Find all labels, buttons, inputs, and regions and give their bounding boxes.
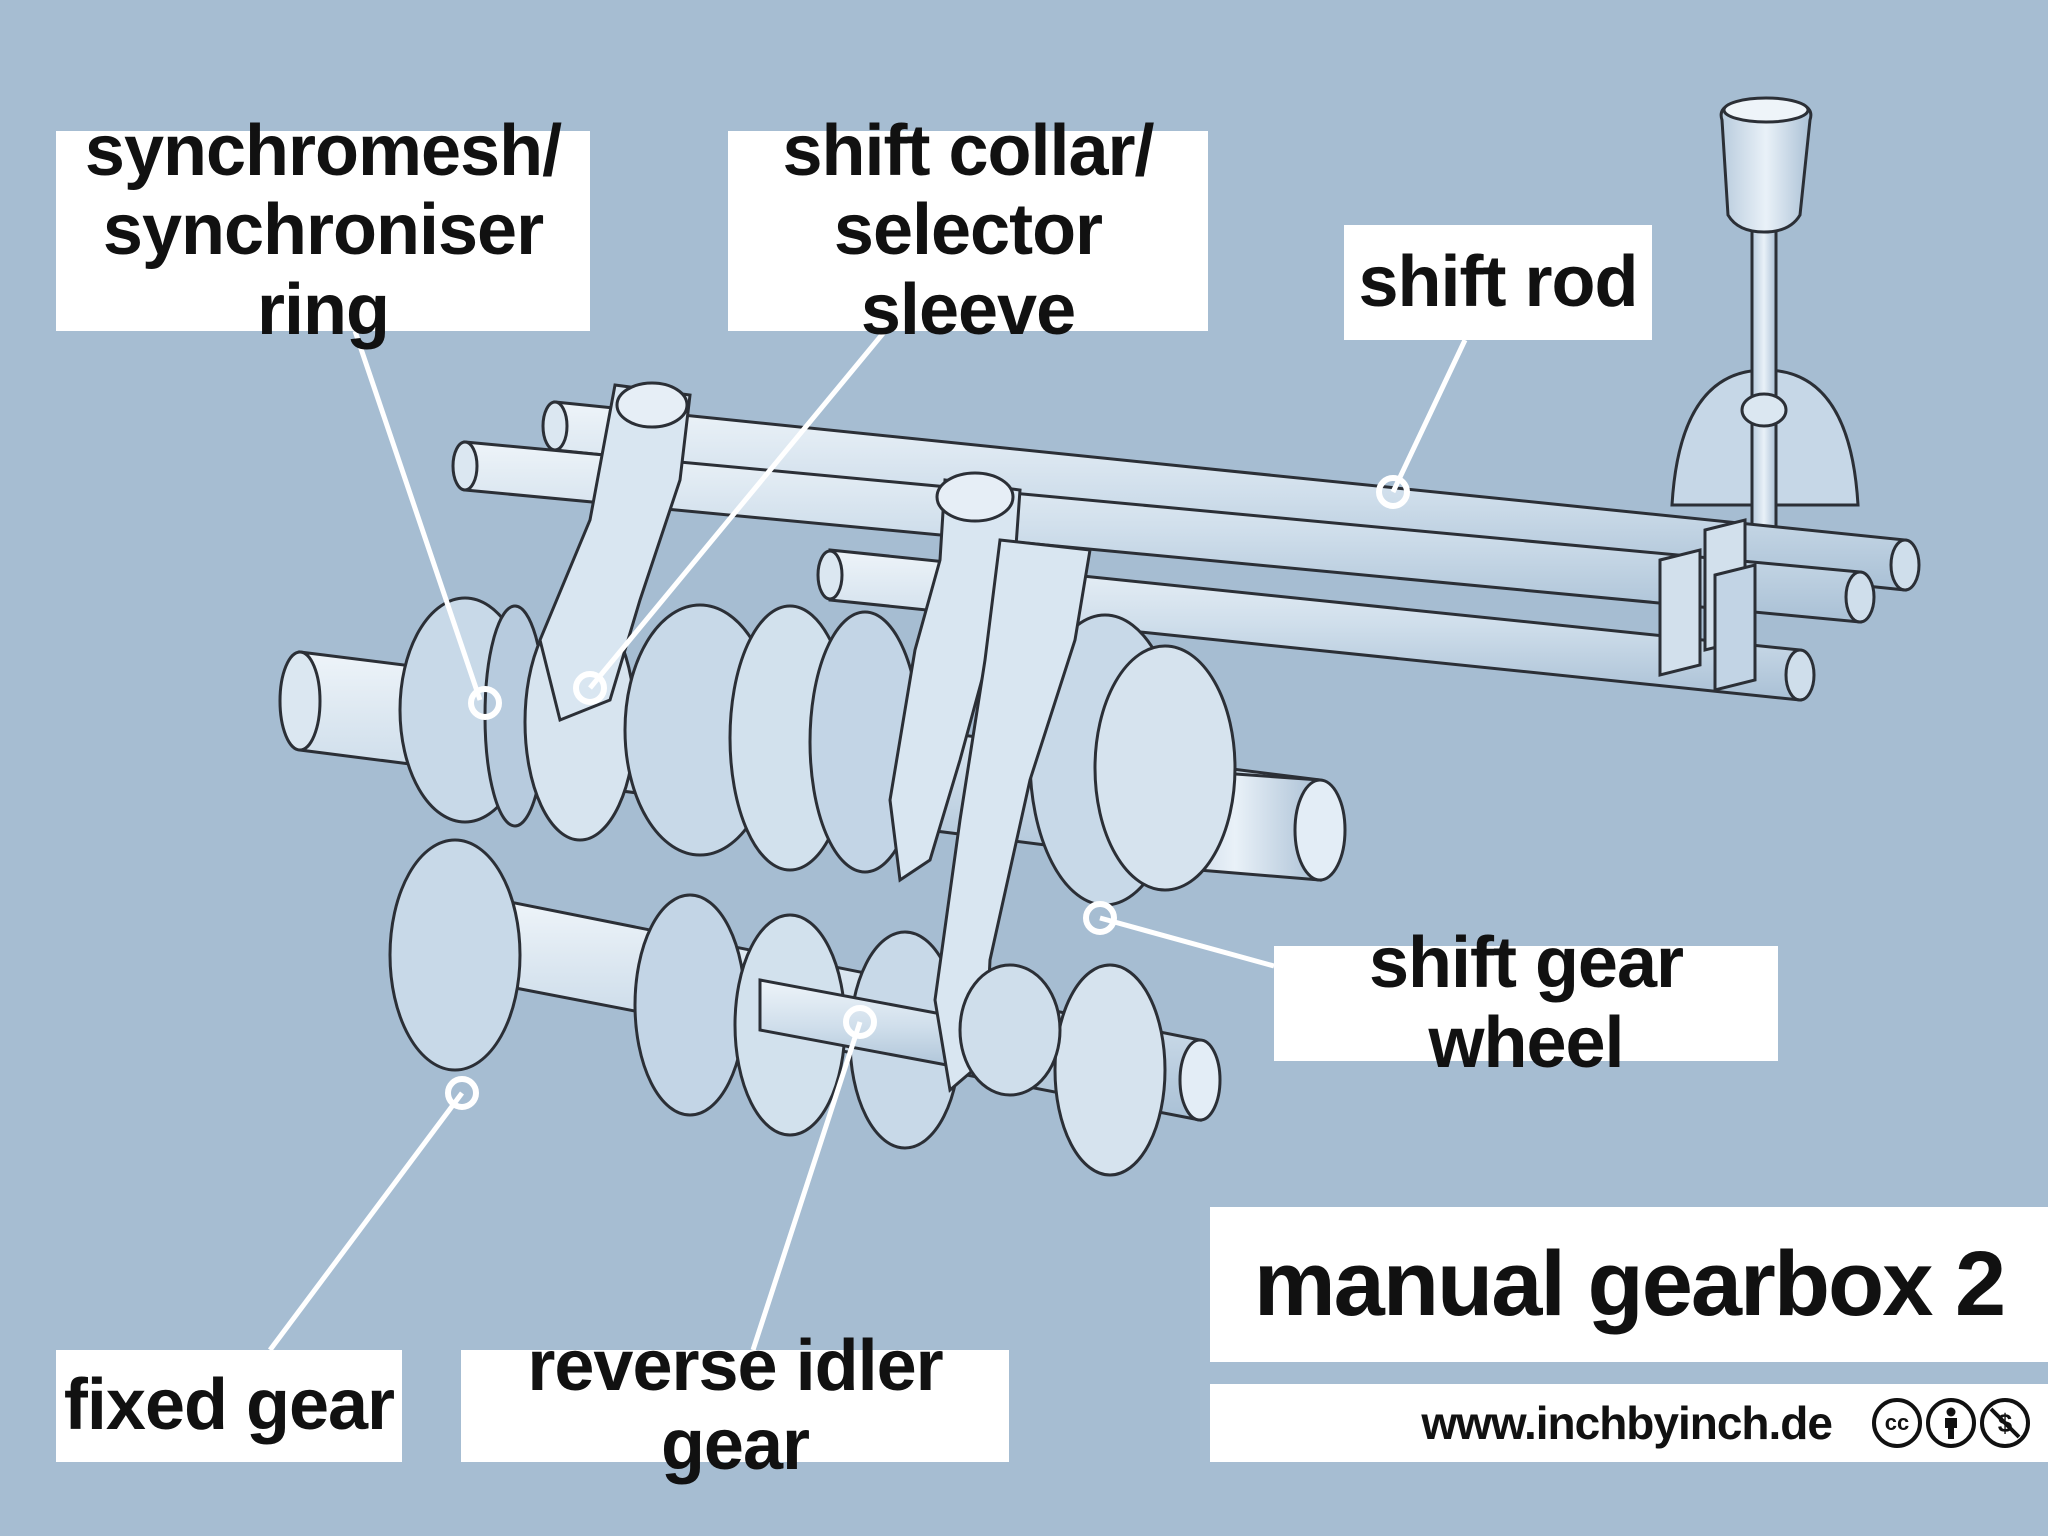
label-shift-collar-line2: selector sleeve <box>833 190 1103 350</box>
label-synchromesh-line2: synchroniser ring <box>102 190 544 350</box>
upper-gear-cluster <box>398 596 1237 907</box>
label-shift-gear-wheel: shift gear wheel <box>1274 924 1778 1082</box>
leader-lines <box>267 329 1468 1352</box>
label-shift-rod: shift rod <box>1344 225 1652 340</box>
label-shift-collar-line1: shift collar/ <box>782 111 1154 192</box>
label-synchromesh: synchromesh/ synchroniser ring <box>56 112 590 349</box>
label-synchromesh-line1: synchromesh/ <box>84 111 562 192</box>
label-fixed-gear: fixed gear <box>56 1350 402 1462</box>
label-reverse-idler-gear: reverse idler gear <box>461 1326 1009 1485</box>
attribution-icon <box>1926 1398 1976 1448</box>
cc-icon: cc <box>1872 1398 1922 1448</box>
selector-forks <box>538 381 1092 1097</box>
noncommercial-icon: $ <box>1980 1398 2030 1448</box>
label-shift-collar: shift collar/ selector sleeve <box>728 112 1208 349</box>
leader-dots <box>445 475 1410 1110</box>
gear-lever <box>1670 96 1860 567</box>
diagram-title: manual gearbox 2 <box>1210 1207 2048 1362</box>
footer: www.inchbyinch.de cc $ <box>1210 1384 2048 1462</box>
website-link[interactable]: www.inchbyinch.de <box>1421 1397 1833 1449</box>
